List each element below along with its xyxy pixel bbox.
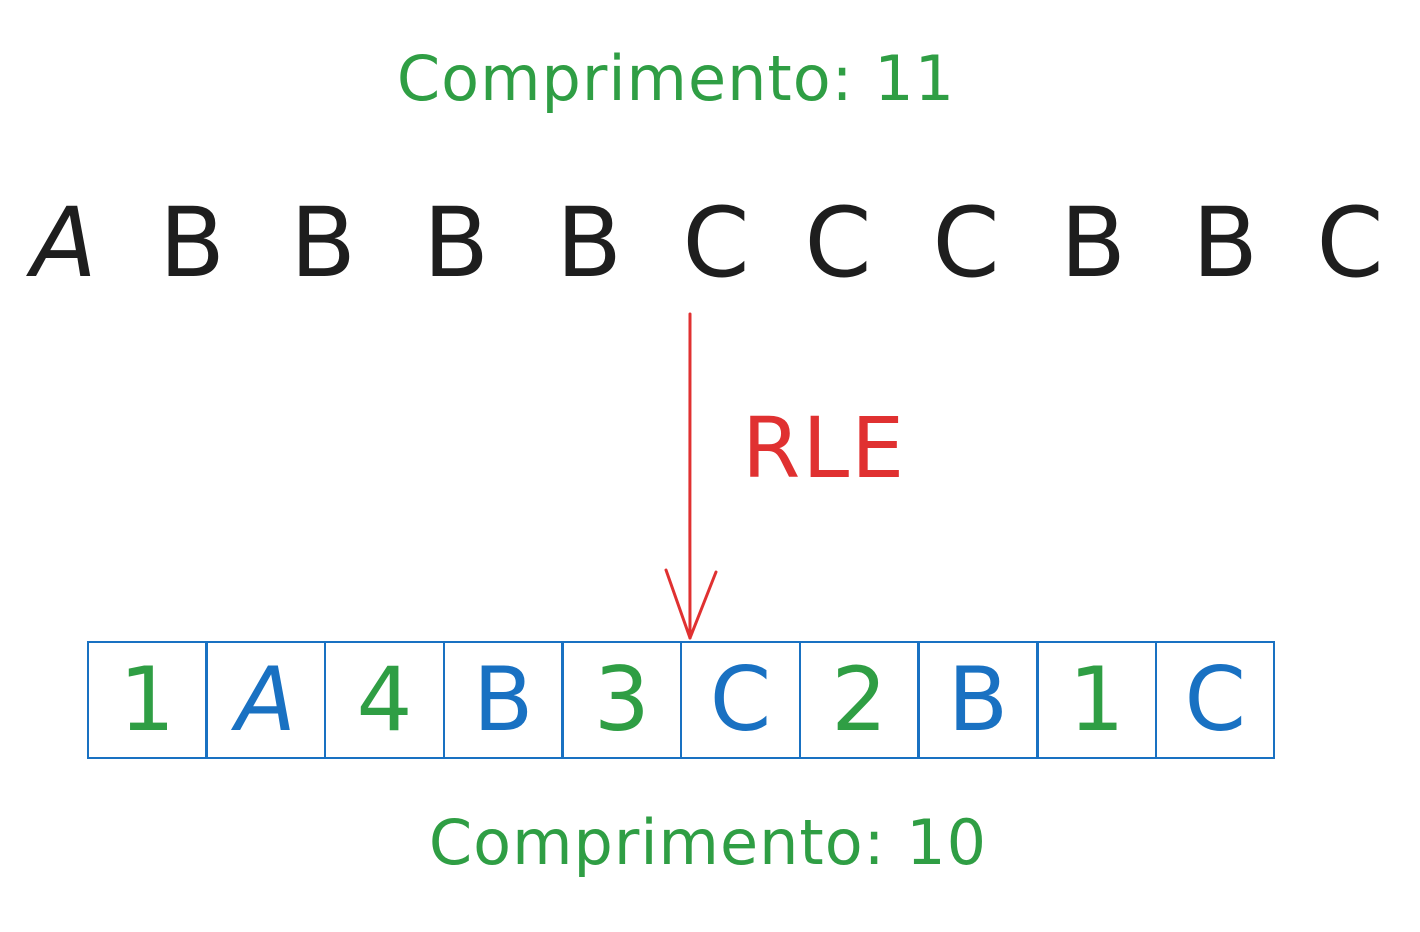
encoded-count-cell: 4 (324, 641, 445, 759)
arrow-head (664, 568, 718, 640)
encoded-count-cell: 1 (1036, 641, 1157, 759)
input-char: B (556, 187, 622, 299)
input-char: B (290, 187, 356, 299)
input-char: C (682, 187, 750, 299)
transform-label: RLE (742, 399, 907, 497)
input-string: A B B B B C C C B B C (0, 188, 1420, 298)
encoded-count-cell: 1 (87, 641, 208, 759)
encoded-symbol-cell: B (917, 641, 1038, 759)
input-length-label: Comprimento: 11 (396, 42, 956, 115)
encoded-symbol-cell: C (1155, 641, 1276, 759)
encoded-symbol-cell: A (205, 641, 326, 759)
encoded-symbol-cell: C (680, 641, 801, 759)
encoded-count-cell: 3 (561, 641, 682, 759)
input-char: C (1316, 187, 1384, 299)
encoded-symbol-cell: B (443, 641, 564, 759)
output-length-label: Comprimento: 10 (428, 806, 988, 879)
input-char: A (31, 187, 97, 299)
input-char: C (932, 187, 1000, 299)
input-char: B (159, 187, 225, 299)
input-char: B (423, 187, 489, 299)
input-char: B (1192, 187, 1258, 299)
encoded-array: 1 A 4 B 3 C 2 B 1 C (87, 641, 1287, 759)
encoded-count-cell: 2 (799, 641, 920, 759)
input-char: C (804, 187, 872, 299)
input-char: B (1060, 187, 1126, 299)
